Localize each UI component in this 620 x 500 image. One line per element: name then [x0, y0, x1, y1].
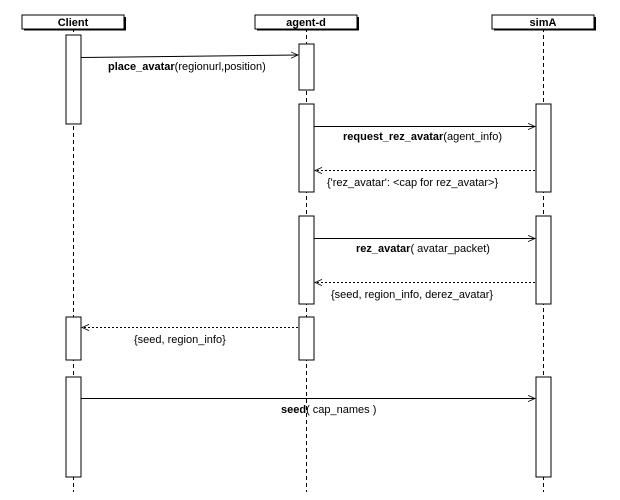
message-label-rez-avatar: rez_avatar( avatar_packet): [356, 243, 490, 255]
message-label-seed: seed( cap_names ): [281, 404, 376, 416]
message-label-seed-region-info: {seed, region_info}: [134, 334, 226, 346]
message-arrow-place-avatar: [80, 51, 299, 59]
activation-agent-d: [298, 43, 315, 91]
participant-client-label: Client: [58, 17, 89, 29]
activation-client: [65, 316, 82, 361]
message-label-rez-avatar-cap: {'rez_avatar': <cap for rez_avatar>}: [327, 177, 498, 189]
participant-client: Client: [21, 14, 126, 31]
participant-agent-d-label: agent-d: [286, 17, 326, 29]
message-label-seed-region-derez: {seed, region_info, derez_avatar}: [331, 289, 493, 301]
activation-agent-d: [298, 316, 315, 361]
activation-client: [65, 34, 82, 125]
participant-sima-label: simA: [530, 17, 557, 29]
participant-agent-d: agent-d: [254, 14, 359, 31]
activation-sima: [535, 376, 552, 478]
activation-sima: [535, 215, 552, 305]
activation-agent-d: [298, 103, 315, 193]
message-label-request-rez-avatar: request_rez_avatar(agent_info): [343, 131, 502, 143]
participant-sima: simA: [491, 14, 596, 31]
activation-agent-d: [298, 215, 315, 305]
activation-client: [65, 376, 82, 478]
message-label-place-avatar: place_avatar(regionurl,position): [108, 61, 266, 73]
activation-sima: [535, 103, 552, 193]
